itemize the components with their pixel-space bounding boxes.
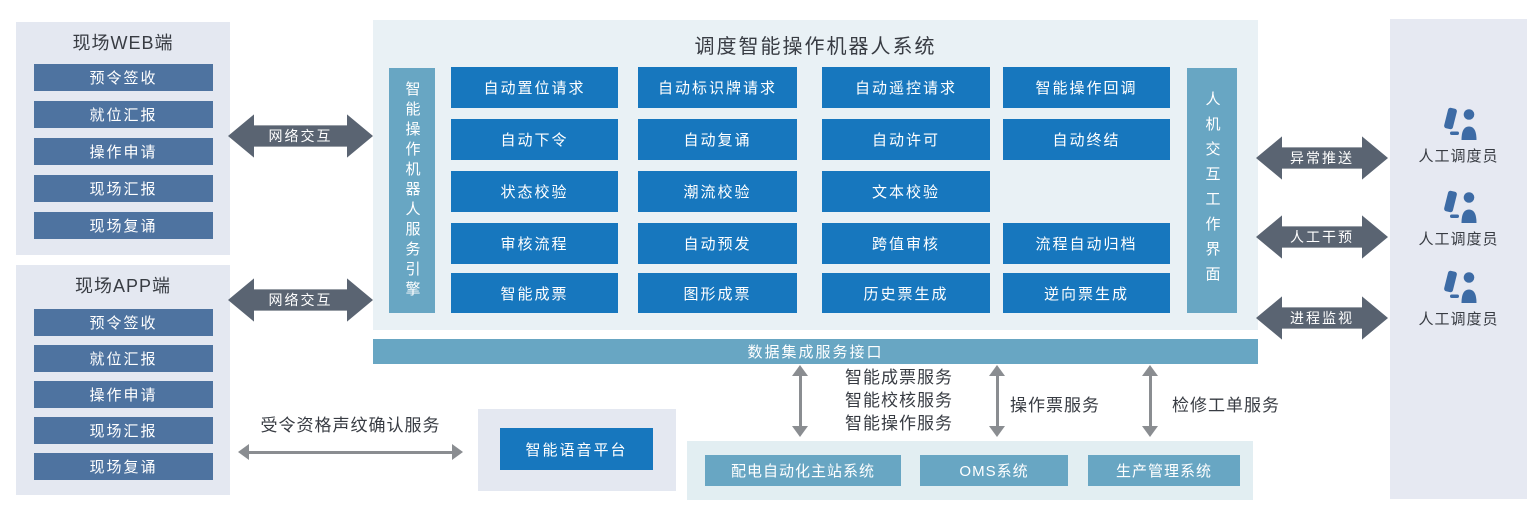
- dispatcher-3: 人工调度员: [1390, 270, 1527, 329]
- module-auto-terminate: 自动终结: [1003, 119, 1170, 160]
- dispatcher-label: 人工调度员: [1418, 148, 1499, 165]
- field-web-title: 现场WEB端: [72, 33, 174, 53]
- module-auto-repeat: 自动复诵: [638, 119, 797, 160]
- module-status-check: 状态校验: [451, 171, 618, 212]
- module-auto-command: 自动下令: [451, 119, 618, 160]
- voiceprint-service-arrow: [238, 444, 463, 460]
- exception-push-arrow: 异常推送: [1256, 135, 1388, 181]
- smart-services-arrow: [792, 365, 808, 437]
- voice-platform-panel: 智能语音平台: [478, 409, 676, 491]
- module-graphic-ticket: 图形成票: [638, 273, 797, 313]
- app-item-operation-request: 操作申请: [34, 381, 213, 408]
- web-item-pre-order-sign: 预令签收: [34, 64, 213, 91]
- web-item-inplace-report: 就位汇报: [34, 101, 213, 128]
- web-item-site-report: 现场汇报: [34, 175, 213, 202]
- web-item-site-repeat: 现场复诵: [34, 212, 213, 239]
- module-auto-remote-control-request: 自动遥控请求: [822, 67, 990, 108]
- module-smart-ticket: 智能成票: [451, 273, 618, 313]
- field-web-panel: 现场WEB端 预令签收 就位汇报 操作申请 现场汇报 现场复诵: [16, 22, 230, 255]
- dispatcher-at-desk-icon: [1439, 190, 1479, 224]
- module-auto-archive: 流程自动归档: [1003, 223, 1170, 264]
- app-item-inplace-report: 就位汇报: [34, 345, 213, 372]
- module-history-ticket: 历史票生成: [822, 273, 990, 313]
- maintenance-order-service-arrow: [1142, 365, 1158, 437]
- system-production-management: 生产管理系统: [1088, 455, 1240, 486]
- process-monitor-arrow: 进程监视: [1256, 295, 1388, 341]
- module-review-flow: 审核流程: [451, 223, 618, 264]
- operation-ticket-service-label: 操作票服务: [1010, 396, 1100, 415]
- dispatcher-1: 人工调度员: [1390, 107, 1527, 166]
- smart-operation-service-line: 智能操作服务: [845, 414, 953, 433]
- maintenance-order-service-label: 检修工单服务: [1172, 396, 1280, 415]
- module-auto-permit: 自动许可: [822, 119, 990, 160]
- module-smart-operation-callback: 智能操作回调: [1003, 67, 1170, 108]
- manual-intervention-arrow: 人工干预: [1256, 214, 1388, 260]
- field-app-panel: 现场APP端 预令签收 就位汇报 操作申请 现场汇报 现场复诵: [16, 265, 230, 495]
- module-auto-tag-request: 自动标识牌请求: [638, 67, 797, 108]
- dispatcher-label: 人工调度员: [1418, 231, 1499, 248]
- data-integration-bar: 数据集成服务接口: [373, 339, 1258, 364]
- smart-check-service-line: 智能校核服务: [845, 391, 953, 410]
- smart-ticket-service-line: 智能成票服务: [845, 368, 953, 387]
- dispatchers-panel: 人工调度员 人工调度员 人工调度: [1390, 19, 1527, 499]
- system-oms: OMS系统: [920, 455, 1068, 486]
- web-item-operation-request: 操作申请: [34, 138, 213, 165]
- hci-interface-bar: 人机交互工作界面: [1187, 68, 1237, 313]
- operation-ticket-service-arrow: [989, 365, 1005, 437]
- module-auto-predispatch: 自动预发: [638, 223, 797, 264]
- voiceprint-service-label: 受令资格声纹确认服务: [260, 416, 441, 435]
- network-arrow-app: 网络交互: [228, 277, 373, 323]
- downstream-systems-panel: 配电自动化主站系统 OMS系统 生产管理系统: [687, 441, 1253, 500]
- module-cross-shift-review: 跨值审核: [822, 223, 990, 264]
- voice-platform-block: 智能语音平台: [500, 428, 653, 470]
- field-web-list: 预令签收 就位汇报 操作申请 现场汇报 现场复诵: [16, 62, 230, 239]
- dispatcher-at-desk-icon: [1439, 270, 1479, 304]
- service-engine-bar: 智能操作机器人服务引擎: [389, 68, 435, 313]
- field-app-list: 预令签收 就位汇报 操作申请 现场汇报 现场复诵: [16, 305, 230, 480]
- system-distribution-automation: 配电自动化主站系统: [705, 455, 901, 486]
- module-power-flow-check: 潮流校验: [638, 171, 797, 212]
- dispatcher-2: 人工调度员: [1390, 190, 1527, 249]
- network-arrow-web: 网络交互: [228, 113, 373, 159]
- field-app-title: 现场APP端: [74, 276, 172, 296]
- app-item-site-repeat: 现场复诵: [34, 453, 213, 480]
- app-item-pre-order-sign: 预令签收: [34, 309, 213, 336]
- app-item-site-report: 现场汇报: [34, 417, 213, 444]
- module-auto-setpoint-request: 自动置位请求: [451, 67, 618, 108]
- robot-system-panel: 调度智能操作机器人系统 智能操作机器人服务引擎 人机交互工作界面 自动置位请求 …: [373, 20, 1258, 330]
- dispatcher-label: 人工调度员: [1418, 311, 1499, 328]
- smart-services-label: 智能成票服务 智能校核服务 智能操作服务: [845, 366, 953, 435]
- dispatcher-at-desk-icon: [1439, 107, 1479, 141]
- module-text-check: 文本校验: [822, 171, 990, 212]
- robot-system-title: 调度智能操作机器人系统: [694, 36, 937, 58]
- module-reverse-ticket: 逆向票生成: [1003, 273, 1170, 313]
